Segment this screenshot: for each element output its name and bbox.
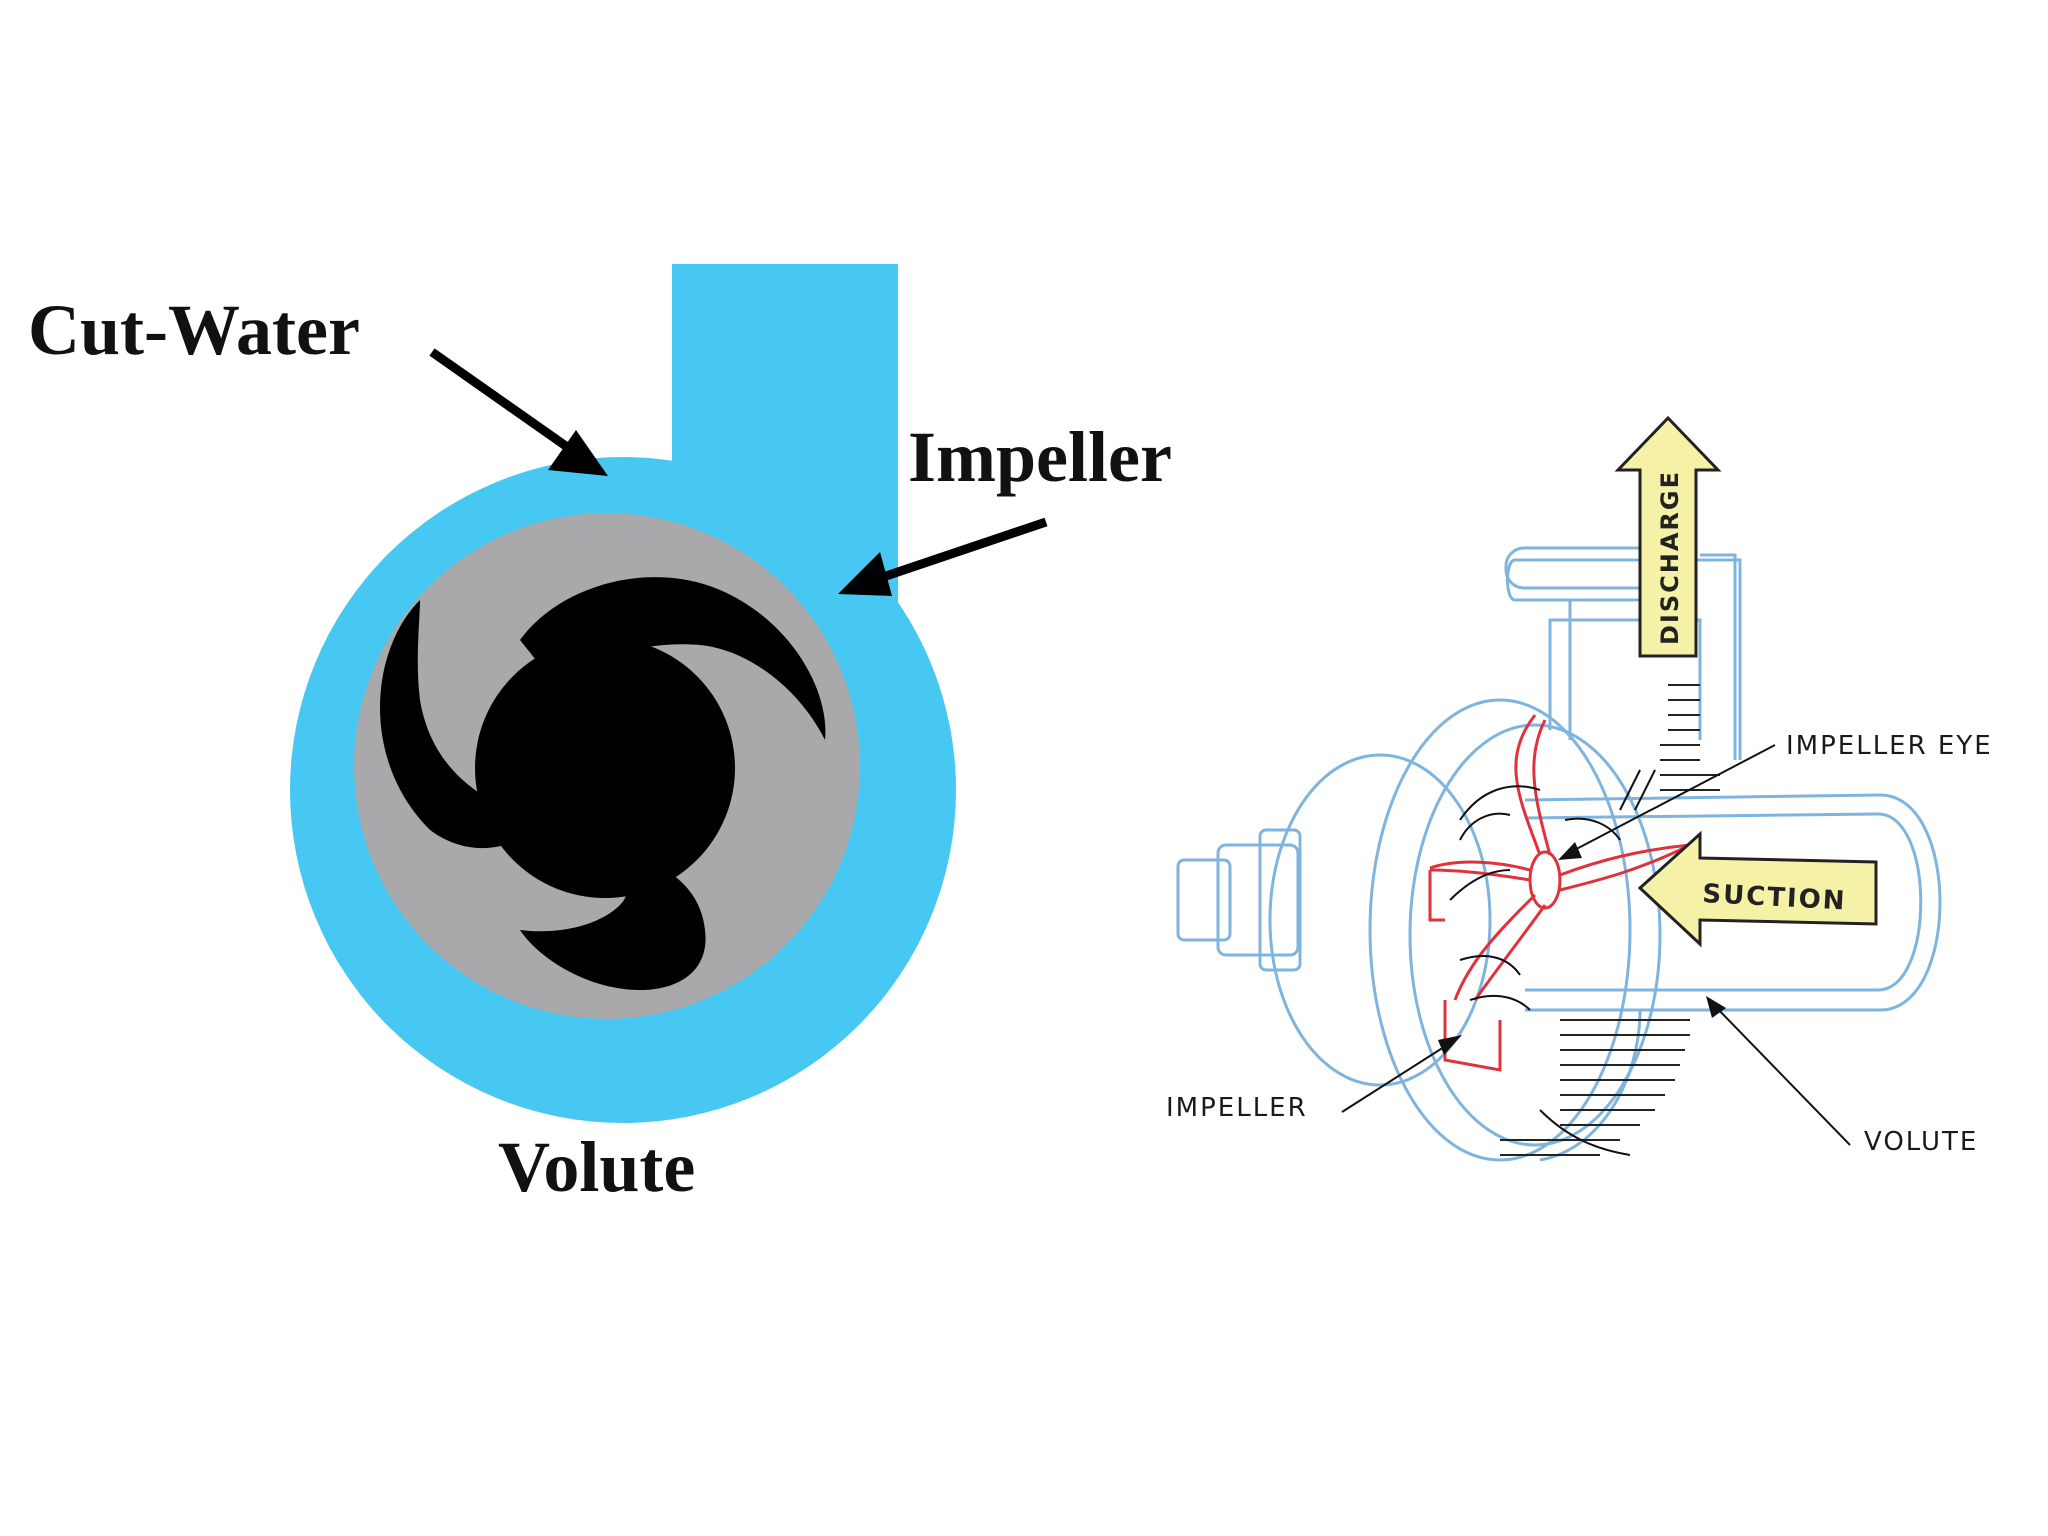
right-pump-diagram: DISCHARGE SUCTION IMPELLER EYE IMPELLER … [1166,415,1993,1162]
left-arrows [429,348,1048,596]
discharge-label: DISCHARGE [1656,470,1684,645]
left-pump-diagram: Cut-Water Impeller Volute [28,264,1172,1207]
impeller-eye-label: IMPELLER EYE [1786,731,1993,761]
impeller-blades [380,577,826,990]
suction-arrow: SUCTION [1637,830,1878,948]
volute-hatching [1500,684,1720,1156]
flow-arrows [1449,769,1656,1156]
callout-lines [1341,744,1851,1146]
cut-water-label: Cut-Water [28,290,360,370]
impeller-eye-callout [1564,744,1776,856]
cut-water-arrow [429,348,583,460]
impeller-arrow [878,517,1048,583]
impeller-drawing [1428,714,1691,1072]
volute-label: Volute [498,1127,695,1207]
impeller-label: Impeller [908,417,1172,497]
impeller-callout [1341,1039,1456,1113]
pump-casing-outline [1176,546,1942,1162]
discharge-arrow: DISCHARGE [1614,415,1722,658]
volute-callout [1711,1002,1851,1146]
impeller-right-label: IMPELLER [1166,1093,1308,1123]
volute-right-label: VOLUTE [1864,1127,1978,1157]
